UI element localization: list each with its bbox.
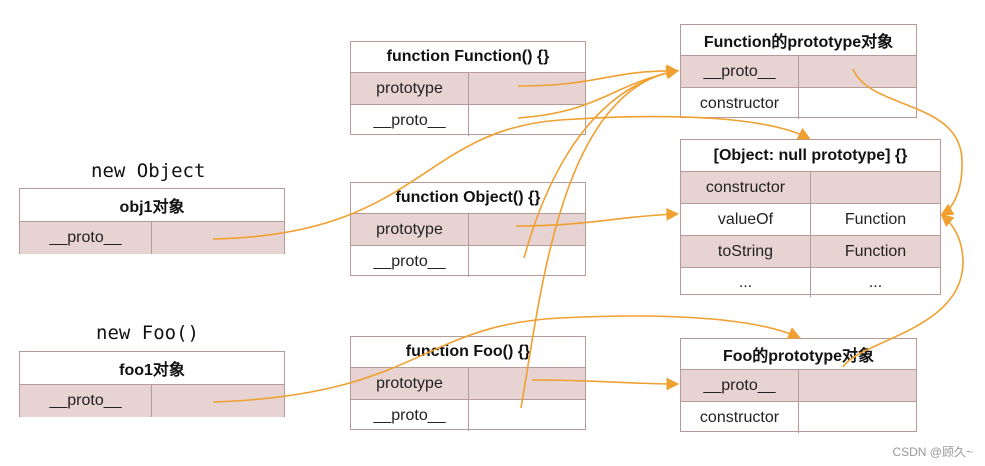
function-function-title: function Function() {} [351,42,585,73]
object-prototype-constructor-key: constructor [681,172,811,203]
function-object-prototype-key: prototype [351,214,469,245]
arrow-foo1-proto [212,315,801,403]
object-prototype-box: [Object: null prototype] {} constructor … [680,139,941,297]
function-prototype-title: Function的prototype对象 [681,25,916,56]
function-object-prototype-row: prototype [351,214,585,246]
foo-prototype-proto-row: __proto__ [681,370,916,402]
arrow-function-prototype [517,64,680,87]
arrow-foo-prototype [531,377,680,391]
obj1-title: obj1对象 [20,189,284,222]
object-prototype-tostring-row: toString Function [681,236,940,268]
object-prototype-valueof-key: valueOf [681,204,811,235]
arrow-obj1-proto [212,115,811,240]
watermark: CSDN @顾久~ [892,445,973,459]
function-function-proto-row: __proto__ [351,105,585,136]
object-prototype-valueof-value: Function [844,210,907,228]
object-prototype-constructor-row: constructor [681,172,940,204]
object-prototype-ellipsis-row: ... ... [681,268,940,297]
object-prototype-ellipsis-value: ... [868,273,883,291]
foo1-proto-key: __proto__ [20,385,152,417]
foo-prototype-title: Foo的prototype对象 [681,339,916,370]
function-function-proto-key: __proto__ [351,105,469,136]
object-prototype-tostring-value: Function [844,242,907,260]
foo-prototype-constructor-key: constructor [681,402,799,433]
function-prototype-object-box: Function的prototype对象 __proto__ construct… [680,24,917,119]
function-foo-prototype-key: prototype [351,368,469,399]
object-prototype-ellipsis-key: ... [681,268,811,297]
function-prototype-constructor-row: constructor [681,88,916,119]
arrow-fnproto-proto [852,68,963,216]
foo-prototype-object-box: Foo的prototype对象 __proto__ constructor [680,338,917,433]
function-foo-title: function Foo() {} [351,337,585,368]
function-function-box: function Function() {} prototype __proto… [350,41,586,136]
function-prototype-constructor-key: constructor [681,88,799,119]
foo-prototype-proto-key: __proto__ [681,370,799,401]
new-object-label: new Object [91,160,206,182]
arrow-fooproto-proto [842,213,964,368]
function-prototype-proto-key: __proto__ [681,56,799,87]
obj1-proto-row: __proto__ [20,222,284,254]
function-function-prototype-key: prototype [351,73,469,104]
object-prototype-tostring-key: toString [681,236,811,267]
function-foo-box: function Foo() {} prototype __proto__ [350,336,586,431]
function-foo-proto-row: __proto__ [351,400,585,431]
function-object-box: function Object() {} prototype __proto__ [350,182,586,277]
arrow-foo-fn-proto [520,66,680,409]
object-prototype-valueof-row: valueOf Function [681,204,940,236]
function-object-proto-row: __proto__ [351,246,585,277]
function-function-prototype-row: prototype [351,73,585,105]
function-prototype-proto-row: __proto__ [681,56,916,88]
foo-prototype-constructor-row: constructor [681,402,916,433]
obj1-object-box: obj1对象 __proto__ [19,188,285,254]
obj1-proto-key: __proto__ [20,222,152,254]
foo1-title: foo1对象 [20,352,284,385]
new-foo-label: new Foo() [96,322,199,344]
function-foo-prototype-row: prototype [351,368,585,400]
function-object-title: function Object() {} [351,183,585,214]
arrow-object-prototype [515,207,680,227]
function-foo-proto-key: __proto__ [351,400,469,431]
object-prototype-title: [Object: null prototype] {} [681,140,940,172]
function-object-proto-key: __proto__ [351,246,469,277]
